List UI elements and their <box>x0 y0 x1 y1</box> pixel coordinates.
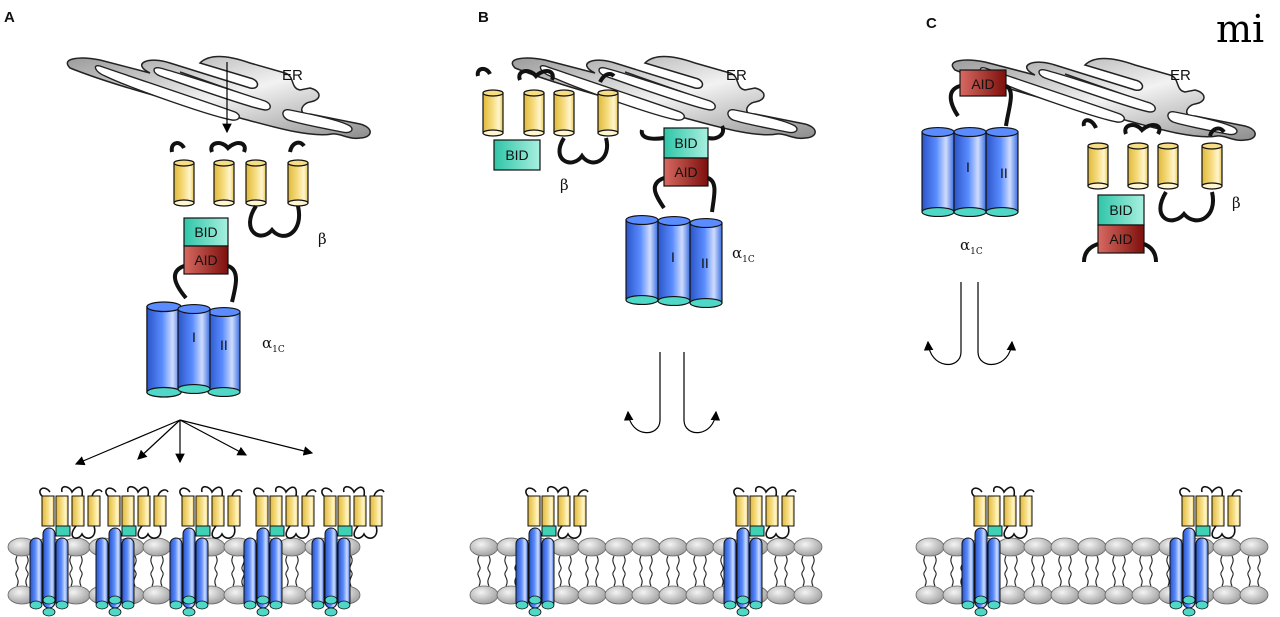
lipid-pair <box>1239 537 1269 605</box>
aid-label: AID <box>674 164 697 180</box>
panel-b: B ER BID β BID AID I II α <box>469 9 823 617</box>
bid-label-free: BID <box>505 147 528 163</box>
segment-i-label: I <box>966 159 970 175</box>
bid-aid-complex: BID AID <box>639 125 725 213</box>
lipid-pair <box>915 537 945 605</box>
panel-a: A ER β BID AID I II α1C <box>4 9 385 617</box>
er-label: ER <box>282 67 303 84</box>
lipid-pair <box>766 537 796 605</box>
alpha-label: α1C <box>960 236 983 257</box>
bid-aid-complex: BID AID <box>172 217 238 303</box>
aid-label-top: AID <box>971 76 994 92</box>
plasma-membrane-a <box>7 485 385 617</box>
panel-c: C ER mi AID I II α1C β BID AID <box>915 7 1269 617</box>
alpha1c-subunit: AID I II α1C <box>921 69 1019 257</box>
panel-letter-c: C <box>926 15 937 32</box>
beta-subunit: β <box>169 140 327 248</box>
lipid-pair <box>996 537 1026 605</box>
segment-ii-label: II <box>1000 165 1008 181</box>
journal-logo: mi <box>1216 7 1264 51</box>
aid-label: AID <box>194 252 217 268</box>
er-label: ER <box>1170 67 1191 84</box>
segment-i-label: I <box>671 249 675 265</box>
segment-ii-label: II <box>701 255 709 271</box>
recycling-arrows <box>923 282 1017 366</box>
lipid-pair <box>604 537 634 605</box>
lipid-pair <box>631 537 661 605</box>
aid-box-top <box>959 69 1007 97</box>
beta-label: β <box>560 176 569 194</box>
aid-box <box>663 157 709 187</box>
lipid-pair <box>1104 537 1134 605</box>
segment-ii-label: II <box>220 337 228 353</box>
segment-i-label: I <box>192 329 196 345</box>
bid-label: BID <box>674 135 697 151</box>
alpha-label: α1C <box>262 334 285 355</box>
beta-subunit: β BID AID <box>1081 118 1241 263</box>
bid-label: BID <box>194 224 217 240</box>
aid-box <box>183 245 229 275</box>
lipid-pair <box>142 537 172 605</box>
alpha1c-subunit: I II α1C <box>146 301 285 398</box>
bid-label: BID <box>1109 202 1132 218</box>
lipid-pair <box>1131 537 1161 605</box>
panel-letter-a: A <box>4 9 15 26</box>
lipid-pair <box>658 537 688 605</box>
plasma-membrane-b <box>469 485 823 617</box>
plasma-membrane-c <box>915 485 1269 617</box>
lipid-pair <box>1212 537 1242 605</box>
trafficking-arrows <box>74 419 314 466</box>
beta-label: β <box>1232 194 1241 212</box>
alpha-label: α1C <box>732 244 755 265</box>
lipid-pair <box>577 537 607 605</box>
beta-subunit-free: BID β <box>475 67 619 194</box>
lipid-pair <box>793 537 823 605</box>
bid-box <box>183 217 229 247</box>
membrane-channel <box>311 485 385 617</box>
lipid-pair <box>469 537 499 605</box>
bid-box <box>1097 194 1145 226</box>
er-label: ER <box>726 67 747 84</box>
er-shape <box>66 55 371 140</box>
beta-label: β <box>318 230 327 248</box>
lipid-pair <box>685 537 715 605</box>
panel-letter-b: B <box>478 9 489 26</box>
bid-box-free <box>493 139 541 171</box>
lipid-pair <box>1050 537 1080 605</box>
lipid-pair <box>1023 537 1053 605</box>
recycling-arrows <box>623 352 721 434</box>
aid-label: AID <box>1109 231 1132 247</box>
alpha1c-subunit: I II α1C <box>625 214 755 309</box>
lipid-pair <box>1077 537 1107 605</box>
aid-box <box>1097 224 1145 254</box>
lipid-pair <box>550 537 580 605</box>
